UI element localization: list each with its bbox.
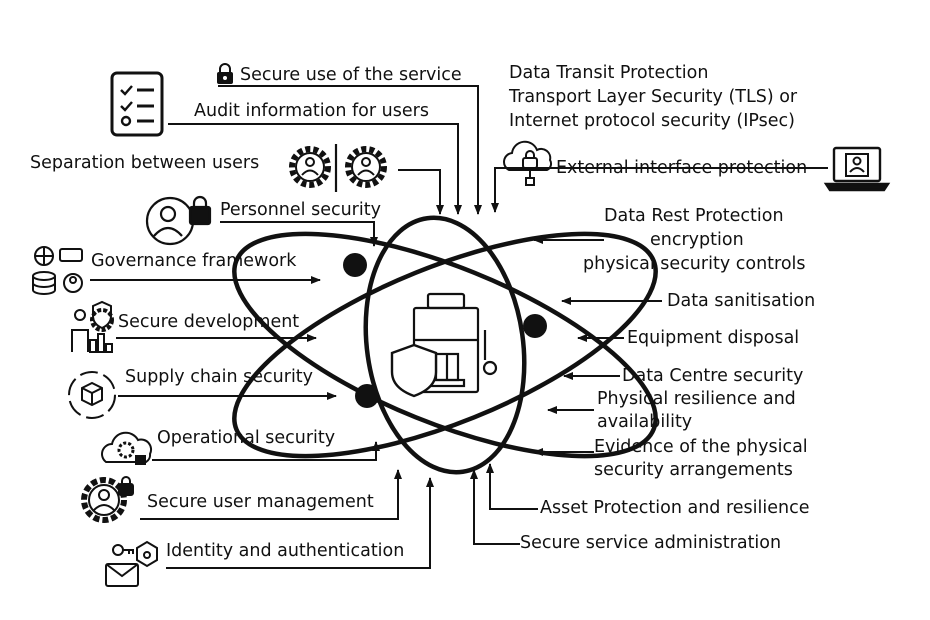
arrow-user-mgmt bbox=[140, 469, 402, 520]
electron-dot bbox=[343, 253, 367, 277]
label-evidence-1: Evidence of the physical bbox=[594, 437, 808, 457]
arrow-asset bbox=[486, 463, 538, 510]
label-secure-use: Secure use of the service bbox=[240, 65, 462, 85]
label-sanitisation: Data sanitisation bbox=[667, 291, 816, 311]
shield-icon bbox=[390, 343, 438, 398]
gear-lock-icon bbox=[81, 476, 134, 523]
label-external: External interface protection bbox=[556, 158, 808, 178]
label-transit-3: Internet protocol security (IPsec) bbox=[509, 111, 795, 131]
label-rest-3: physical security controls bbox=[583, 254, 806, 274]
arrow-operational bbox=[152, 441, 380, 461]
label-evidence-2: security arrangements bbox=[594, 460, 793, 480]
gear-user-icon bbox=[289, 144, 387, 192]
label-transit-1: Data Transit Protection bbox=[509, 63, 709, 83]
electron-dot bbox=[355, 384, 379, 408]
arrow-external bbox=[491, 167, 828, 213]
cloud-gear-icon bbox=[101, 431, 153, 465]
electron-dot bbox=[523, 314, 547, 338]
arrow-admin bbox=[470, 469, 520, 545]
label-rest-2: encryption bbox=[650, 230, 744, 250]
label-operational: Operational security bbox=[157, 428, 336, 448]
padlock-icon bbox=[217, 63, 233, 84]
label-resilience-1: Physical resilience and bbox=[597, 389, 796, 409]
arrow-identity bbox=[166, 477, 434, 569]
label-audit-info: Audit information for users bbox=[194, 101, 429, 121]
label-separation: Separation between users bbox=[30, 153, 260, 173]
arrow-personnel bbox=[220, 221, 378, 247]
label-transit-2: Transport Layer Security (TLS) or bbox=[509, 87, 798, 107]
arrow-secure-use bbox=[218, 85, 482, 215]
developer-gear-icon bbox=[71, 300, 114, 353]
laptop-user-icon bbox=[823, 146, 891, 192]
cloud-lock-icon bbox=[503, 140, 553, 186]
label-supply-chain: Supply chain security bbox=[125, 367, 314, 387]
supply-cycle-icon bbox=[68, 371, 116, 419]
label-disposal: Equipment disposal bbox=[627, 328, 800, 348]
label-rest-1: Data Rest Protection bbox=[604, 206, 784, 226]
label-datacentre: Data Centre security bbox=[622, 366, 804, 386]
checklist-icon bbox=[110, 71, 164, 137]
label-resilience-2: availability bbox=[597, 412, 693, 432]
label-asset: Asset Protection and resilience bbox=[540, 498, 810, 518]
label-personnel: Personnel security bbox=[220, 200, 381, 220]
label-secure-dev: Secure development bbox=[118, 312, 300, 332]
label-governance: Governance framework bbox=[91, 251, 297, 271]
arrow-audit bbox=[168, 123, 462, 215]
network-database-icon bbox=[32, 246, 83, 295]
label-admin: Secure service administration bbox=[520, 533, 782, 553]
arrow-separation bbox=[398, 169, 444, 215]
key-envelope-icon bbox=[105, 540, 158, 587]
atom-icon bbox=[232, 215, 658, 475]
label-user-mgmt: Secure user management bbox=[147, 492, 374, 512]
user-lock-icon bbox=[145, 195, 212, 246]
label-identity: Identity and authentication bbox=[166, 541, 405, 561]
